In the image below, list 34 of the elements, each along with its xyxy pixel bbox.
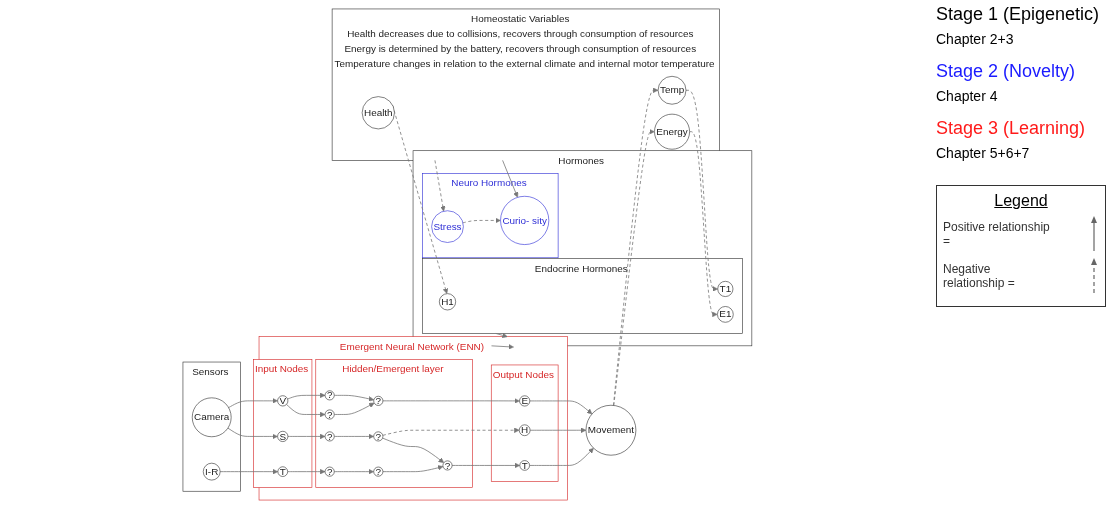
- node-circle: Stress: [430, 210, 464, 243]
- node-circle: ?: [324, 431, 335, 442]
- node-circle: ?: [442, 460, 453, 471]
- legend-text: Negative relationship =: [943, 262, 1016, 290]
- stage-heading: Stage 2 (Novelty): [936, 61, 1077, 82]
- node-circle: ?: [373, 466, 383, 477]
- node-circle: Energy: [653, 113, 690, 150]
- node-circle: T: [277, 466, 288, 477]
- stage-heading: Stage 3 (Learning): [936, 118, 1087, 139]
- node-circle: ?: [373, 431, 383, 442]
- node-circle: Curio- sity: [499, 196, 549, 245]
- node-circle: Temp: [657, 76, 686, 105]
- node-circle: T: [519, 460, 530, 471]
- node-circle: S: [276, 430, 288, 442]
- node-circle: ?: [324, 466, 335, 477]
- node-circle: ?: [373, 395, 383, 406]
- node-circle: E1: [716, 306, 734, 323]
- legend-text: Positive relationship =: [943, 220, 1051, 248]
- node-circle: ?: [324, 390, 335, 401]
- node-circle: I-R: [202, 462, 221, 481]
- chapter-note: Chapter 4: [936, 88, 999, 104]
- node-circle: H: [518, 424, 530, 436]
- node-circle: Camera: [191, 397, 232, 438]
- legend-title: Legend: [993, 192, 1049, 210]
- stage-heading: Stage 1 (Epigenetic): [936, 4, 1101, 25]
- node-circle: Movement: [585, 404, 636, 456]
- node-circle: T1: [717, 281, 733, 297]
- chapter-note: Chapter 2+3: [936, 31, 1015, 47]
- node-circle: H1: [438, 293, 456, 311]
- chapter-note: Chapter 5+6+7: [936, 145, 1031, 161]
- node-circle: Health: [361, 96, 395, 130]
- node-circle: ?: [324, 409, 335, 420]
- node-circle: V: [276, 395, 288, 407]
- node-circle: E: [518, 395, 530, 407]
